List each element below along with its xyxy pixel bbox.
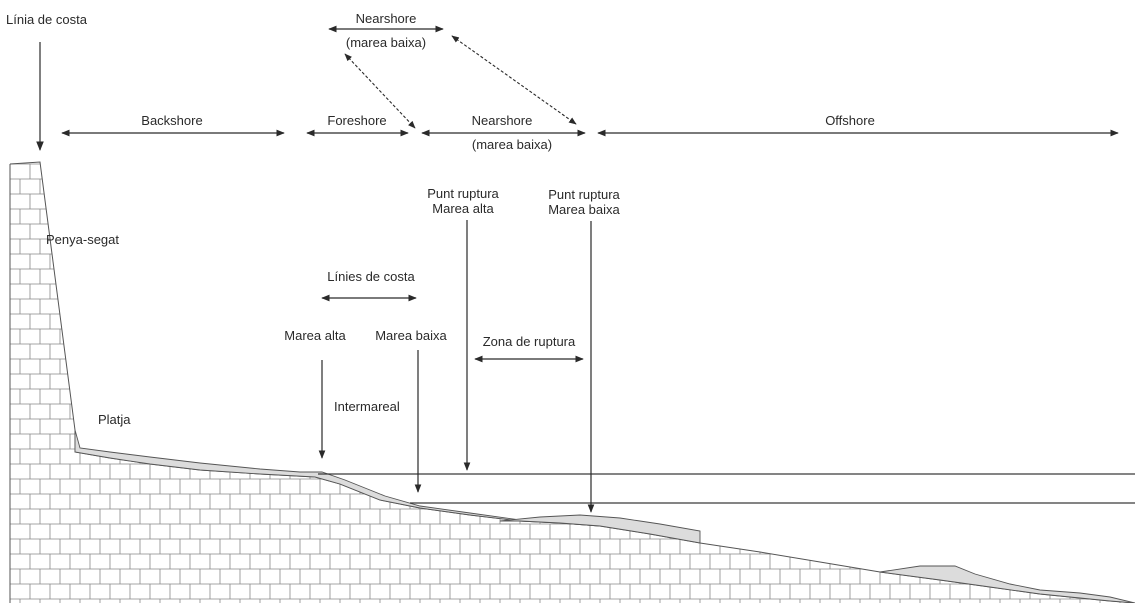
rock-body [9,161,1135,603]
high-tide-label: Marea alta [284,328,346,343]
intertidal-label: Intermareal [334,399,400,414]
nearshore-top-label: Nearshore [356,11,417,26]
dashed-link-right [451,35,577,125]
break-high-label-2: Marea alta [432,201,494,216]
beach-sand [74,429,601,527]
nearshore-label: Nearshore [472,113,533,128]
offshore-bar-2 [879,565,1135,603]
coastlines-label: Línies de costa [327,269,415,284]
offshore-bar-1 [499,514,701,544]
backshore-label: Backshore [141,113,202,128]
low-tide-label: Marea baixa [375,328,447,343]
break-low-label-2: Marea baixa [548,202,620,217]
beach-label: Platja [98,412,131,427]
dashed-link-left [344,53,416,129]
nearshore-sublabel: (marea baixa) [472,137,552,152]
cliff-label: Penya-segat [46,232,119,247]
surf-zone-label: Zona de ruptura [483,334,576,349]
offshore-label: Offshore [825,113,875,128]
coastline-label: Línia de costa [6,12,88,27]
nearshore-top-sublabel: (marea baixa) [346,35,426,50]
foreshore-label: Foreshore [327,113,386,128]
break-high-label-1: Punt ruptura [427,186,499,201]
break-low-label-1: Punt ruptura [548,187,620,202]
